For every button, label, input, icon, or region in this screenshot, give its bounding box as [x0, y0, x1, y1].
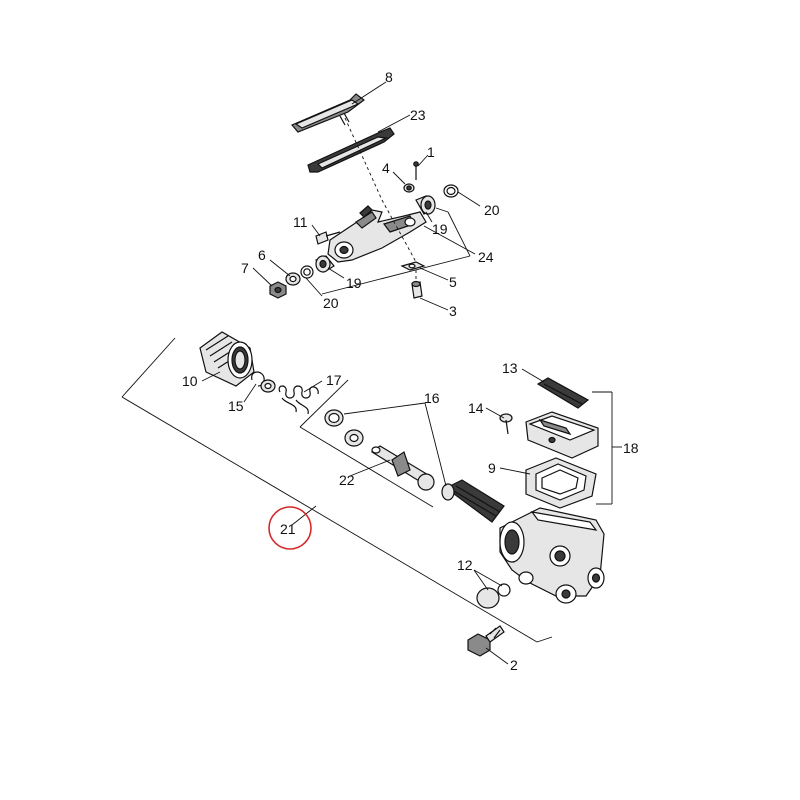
callout-16: 16 — [424, 390, 440, 406]
callout-22: 22 — [339, 472, 355, 488]
callout-5: 5 — [449, 274, 457, 290]
callout-24: 24 — [478, 249, 494, 265]
callout-4: 4 — [382, 160, 390, 176]
highlight-circle — [268, 506, 312, 550]
part-13-cover-plate — [536, 377, 590, 409]
callout-2: 2 — [510, 657, 518, 673]
callout-19-lower: 19 — [346, 275, 362, 291]
callout-23: 23 — [410, 107, 426, 123]
part-3-pin — [411, 280, 423, 299]
part-20-o-ring-upper — [443, 184, 459, 198]
callout-7: 7 — [241, 260, 249, 276]
part-20-o-ring-lower — [300, 265, 314, 279]
part-22-pushrod — [370, 445, 435, 491]
part-19-bushing-lower — [315, 255, 335, 273]
callout-17: 17 — [326, 372, 342, 388]
part-8-foot-peg-pad — [291, 93, 365, 133]
part-16-seal-kit — [324, 409, 364, 447]
piston-assembly — [441, 479, 505, 523]
callout-20-lower: 20 — [323, 295, 339, 311]
callout-15: 15 — [228, 398, 244, 414]
part-4-bushing — [403, 183, 415, 193]
callout-18: 18 — [623, 440, 639, 456]
part-2-bolt — [467, 625, 505, 657]
callout-labels: 8 23 1 4 20 11 19 24 6 7 19 20 5 3 10 15… — [182, 69, 639, 673]
part-24-brake-lever — [327, 205, 427, 263]
callout-13: 13 — [502, 360, 518, 376]
part-18-reservoir-cover — [525, 411, 599, 459]
part-12-fitting — [476, 583, 511, 609]
callout-6: 6 — [258, 247, 266, 263]
callout-8: 8 — [385, 69, 393, 85]
callout-20-upper: 20 — [484, 202, 500, 218]
callout-11: 11 — [293, 214, 308, 230]
part-7-nut — [269, 281, 287, 299]
part-1-pin — [413, 161, 419, 180]
callout-21: 21 — [280, 521, 296, 537]
part-10-boot — [199, 331, 255, 387]
callout-14: 14 — [468, 400, 484, 416]
part-9-gasket — [525, 457, 597, 509]
callout-3: 3 — [449, 303, 457, 319]
part-14-screw — [499, 413, 513, 435]
callout-1: 1 — [427, 144, 435, 160]
callout-10: 10 — [182, 373, 198, 389]
part-19-bushing-upper — [415, 195, 436, 215]
part-17-spring — [260, 379, 319, 415]
callout-19-upper: 19 — [432, 221, 448, 237]
master-cylinder-body — [499, 507, 605, 604]
part-5-clip — [400, 261, 426, 271]
callout-12: 12 — [457, 557, 473, 573]
callout-9: 9 — [488, 460, 496, 476]
leader-lines — [201, 81, 545, 665]
